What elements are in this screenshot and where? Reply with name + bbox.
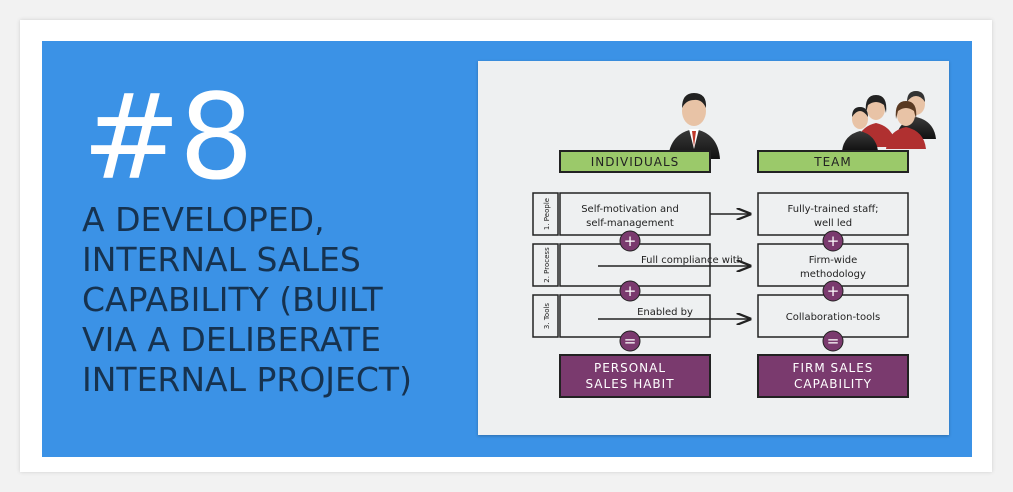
plus-icon: + (619, 230, 641, 252)
result-personal-sales-habit (559, 354, 711, 398)
headline-line: A DEVELOPED, (82, 200, 325, 239)
cell-text: Fully-trained staff; (788, 204, 879, 215)
arrow-label: Enabled by (637, 307, 693, 318)
row-label-box (532, 243, 559, 287)
row-label: 3. Tools (543, 303, 551, 330)
headline-line: INTERNAL PROJECT) (82, 360, 412, 399)
plus-icon: + (822, 230, 844, 252)
result-text: CAPABILITY (794, 377, 872, 391)
cell-text: well led (814, 218, 852, 229)
row-label-box (532, 192, 559, 236)
svg-text:=: = (624, 332, 637, 350)
result-text: SALES HABIT (585, 377, 674, 391)
result-text: PERSONAL (594, 361, 666, 375)
column-header-team (757, 150, 909, 173)
team-icon (842, 91, 936, 151)
cell-text: methodology (800, 269, 866, 280)
headline: A DEVELOPED, INTERNAL SALES CAPABILITY (… (82, 200, 472, 400)
arrow-label: Full compliance with (641, 255, 743, 266)
result-firm-sales-capability (757, 354, 909, 398)
cell-text: Collaboration-tools (786, 312, 880, 323)
svg-text:+: + (827, 282, 840, 300)
slide-number: #8 (82, 68, 254, 206)
headline-line: INTERNAL SALES (82, 240, 361, 279)
diagram-card: INDIVIDUALS TEAM 1. People 2. Process 3.… (478, 61, 949, 435)
plus-icon: + (822, 280, 844, 302)
result-text: FIRM SALES (793, 361, 874, 375)
equals-icon: = (619, 330, 641, 352)
row-label-box (532, 294, 559, 338)
cell-text: Firm-wide (809, 255, 858, 266)
equals-icon: = (822, 330, 844, 352)
column-header-individuals (559, 150, 711, 173)
svg-text:+: + (827, 232, 840, 250)
svg-text:=: = (827, 332, 840, 350)
businessman-icon (668, 93, 720, 159)
row-label: 1. People (543, 198, 551, 230)
cell-text: Self-motivation and (581, 204, 679, 215)
row-label: 2. Process (543, 247, 551, 283)
column-header-label: TEAM (813, 155, 851, 169)
capability-diagram: INDIVIDUALS TEAM 1. People 2. Process 3.… (532, 91, 936, 398)
cell-text: self-management (586, 218, 674, 229)
plus-icon: + (619, 280, 641, 302)
headline-line: CAPABILITY (BUILT (82, 280, 383, 319)
svg-text:+: + (624, 232, 637, 250)
column-header-label: INDIVIDUALS (591, 155, 680, 169)
svg-text:+: + (624, 282, 637, 300)
headline-line: VIA A DELIBERATE (82, 320, 381, 359)
